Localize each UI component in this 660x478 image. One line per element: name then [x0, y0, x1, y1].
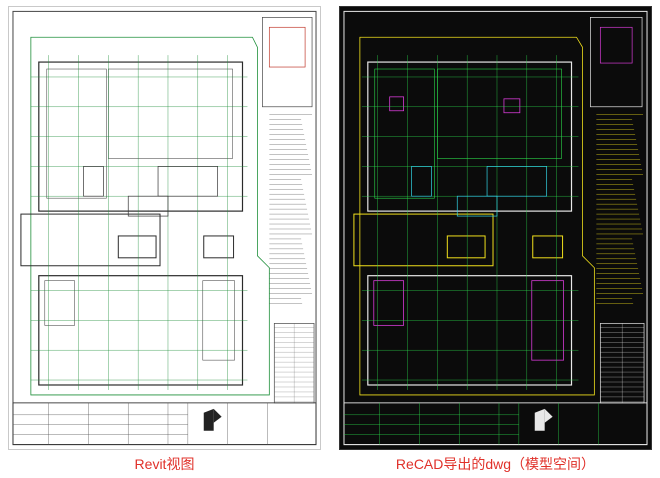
revit-floor-plan [12, 10, 317, 446]
revit-view-panel [8, 6, 321, 450]
dwg-export-caption: ReCAD导出的dwg（模型空间） [395, 456, 596, 472]
cad-r-logo [534, 408, 553, 431]
dwg-model-space-panel [339, 6, 652, 450]
revit-r-logo [203, 408, 222, 431]
revit-view-caption: Revit视图 [134, 456, 195, 472]
dwg-floor-plan [343, 10, 648, 446]
